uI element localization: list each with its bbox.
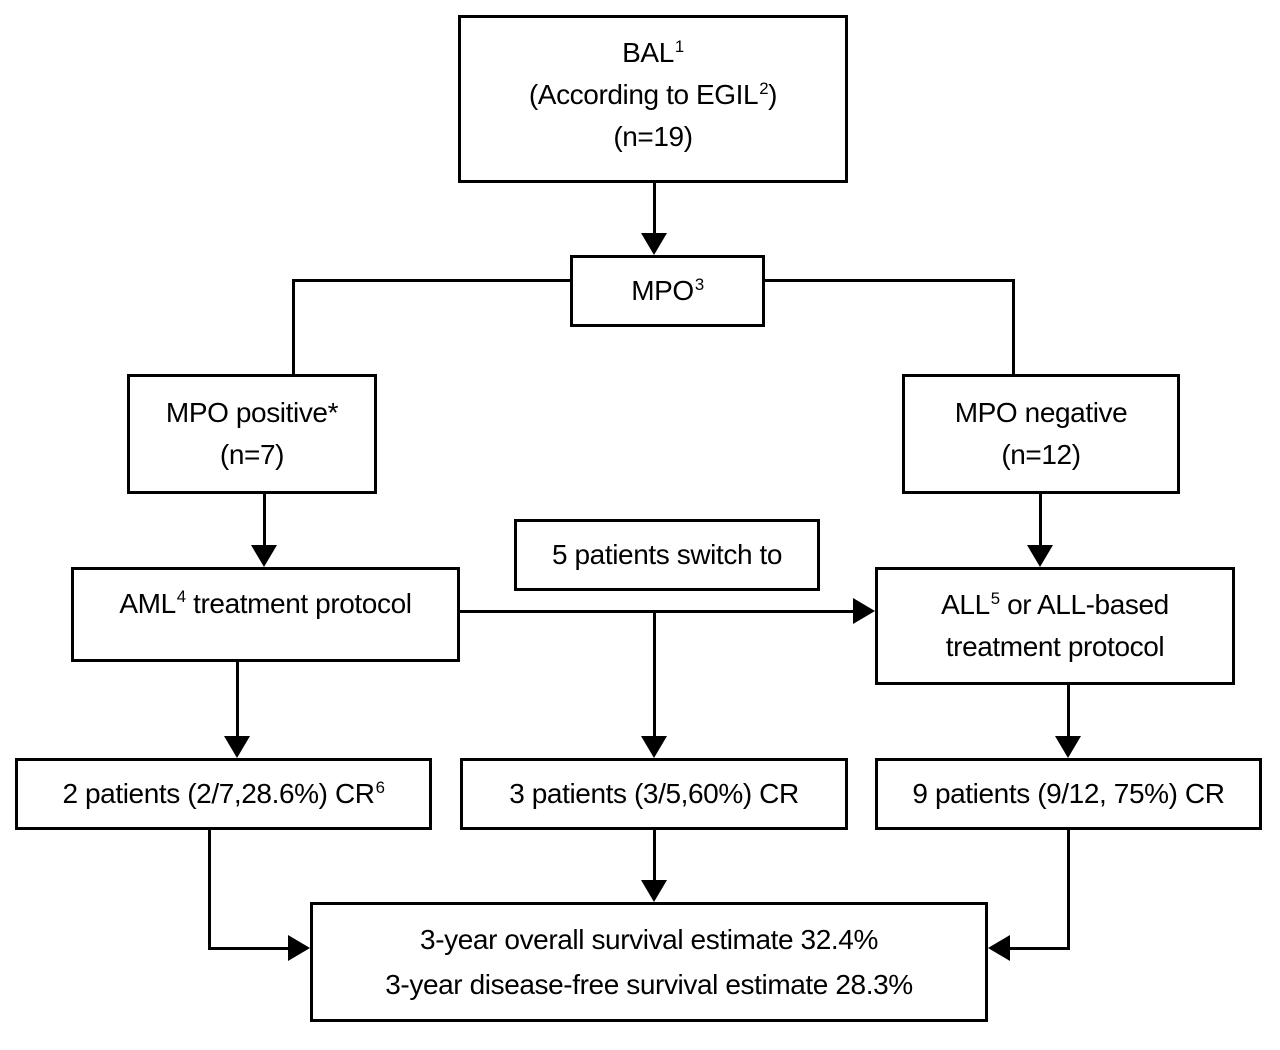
connector-neg-all <box>1039 494 1042 547</box>
box-switch: 5 patients switch to <box>514 519 820 591</box>
box-aml-line1: AML4 treatment protocol <box>119 587 412 619</box>
arrowhead-cr2-outcome <box>641 880 667 902</box>
connector-mpo-right-h <box>763 279 1015 282</box>
box-mpo-negative: MPO negative (n=12) <box>902 374 1180 494</box>
connector-cr1-outcome-v <box>208 830 211 950</box>
box-outcome: 3-year overall survival estimate 32.4% 3… <box>310 902 988 1022</box>
arrowhead-cr3-outcome <box>988 935 1010 961</box>
box-cr-all: 9 patients (9/12, 75%) CR <box>875 758 1262 830</box>
connector-mpo-left-h <box>292 279 572 282</box>
connector-aml-cr <box>236 662 239 738</box>
arrowhead-neg-all <box>1027 545 1053 567</box>
arrowhead-switch-cr <box>641 736 667 758</box>
box-mpo: MPO3 <box>570 255 765 327</box>
box-all-line1: ALL5 or ALL-based <box>941 588 1169 620</box>
connector-cr3-outcome-v <box>1067 830 1070 950</box>
box-all-line2: treatment protocol <box>945 631 1165 662</box>
arrowhead-aml-all <box>853 598 875 624</box>
arrowhead-bal-mpo <box>641 233 667 255</box>
box-outcome-line1: 3-year overall survival estimate 32.4% <box>420 924 878 955</box>
arrowhead-aml-cr <box>224 736 250 758</box>
box-aml-protocol: AML4 treatment protocol <box>71 567 460 662</box>
box-mpo-positive-line2: (n=7) <box>219 439 285 470</box>
box-bal-line3: (n=19) <box>613 121 693 152</box>
connector-pos-aml <box>263 494 266 547</box>
connector-mpo-left-v <box>292 279 295 374</box>
box-cr-switch: 3 patients (3/5,60%) CR <box>460 758 848 830</box>
connector-cr2-outcome <box>653 830 656 882</box>
box-cr-aml: 2 patients (2/7,28.6%) CR6 <box>15 758 432 830</box>
box-mpo-positive-line1: MPO positive* <box>165 397 339 428</box>
box-mpo-negative-line1: MPO negative <box>954 397 1128 428</box>
connector-mpo-right-v <box>1012 279 1015 374</box>
box-bal: BAL1 (According to EGIL2) (n=19) <box>458 15 848 183</box>
box-mpo-line1: MPO3 <box>631 274 704 306</box>
box-outcome-line2: 3-year disease-free survival estimate 28… <box>385 969 913 1000</box>
box-all-protocol: ALL5 or ALL-based treatment protocol <box>875 567 1235 685</box>
arrowhead-cr1-outcome <box>288 935 310 961</box>
arrowhead-all-cr <box>1055 736 1081 758</box>
connector-bal-mpo <box>653 183 656 237</box>
arrowhead-pos-aml <box>251 545 277 567</box>
box-cr-switch-line1: 3 patients (3/5,60%) CR <box>509 778 799 809</box>
connector-all-cr <box>1067 685 1070 738</box>
connector-aml-all-h <box>460 610 855 613</box>
box-bal-line1: BAL1 <box>622 36 684 68</box>
box-bal-line2: (According to EGIL2) <box>528 78 778 110</box>
box-cr-all-line1: 9 patients (9/12, 75%) CR <box>912 778 1225 809</box>
connector-cr1-outcome-h <box>208 947 290 950</box>
box-switch-line1: 5 patients switch to <box>551 539 783 570</box>
connector-cr3-outcome-h <box>1008 947 1070 950</box>
box-mpo-positive: MPO positive* (n=7) <box>127 374 377 494</box>
box-cr-aml-line1: 2 patients (2/7,28.6%) CR6 <box>62 777 385 809</box>
connector-switch-cr <box>653 610 656 738</box>
box-mpo-negative-line2: (n=12) <box>1001 439 1081 470</box>
